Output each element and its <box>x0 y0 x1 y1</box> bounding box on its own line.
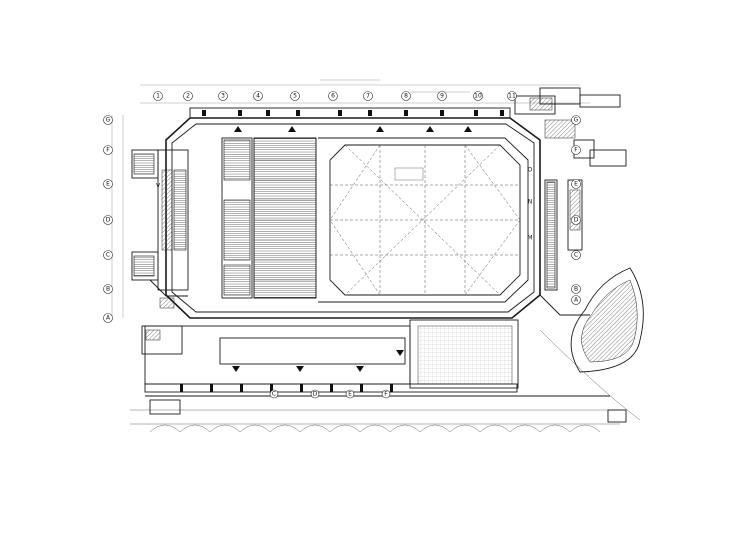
section-markers <box>232 126 472 372</box>
court-letter-n: N <box>528 199 533 206</box>
row-label-right-f: F <box>574 147 578 154</box>
court-letters: O N M V <box>156 167 533 242</box>
stand-letter: V <box>156 183 161 190</box>
east-stand <box>539 139 627 316</box>
row-label-left-e: E <box>106 181 110 188</box>
left-row-axes: G F E D C B A <box>103 115 113 323</box>
row-label-right-c: C <box>574 252 578 259</box>
axis-label-5: 5 <box>293 93 297 100</box>
west-stand <box>131 149 189 309</box>
axis-label-4: 4 <box>256 93 260 100</box>
axis-label-1: 1 <box>156 93 160 100</box>
south-concourse <box>130 319 620 425</box>
lower-axis-d: D <box>313 391 318 398</box>
row-label-left-a: A <box>106 315 111 322</box>
axis-label-2: 2 <box>186 93 190 100</box>
lower-axis-f: F <box>384 391 388 398</box>
axis-label-9: 9 <box>440 93 444 100</box>
axis-label-3: 3 <box>221 93 225 100</box>
left-dimension-lines <box>111 115 124 318</box>
row-label-left-f: F <box>106 147 110 154</box>
north-facade <box>189 87 621 139</box>
row-label-right-b: B <box>574 286 578 293</box>
row-label-right-d: D <box>574 217 579 224</box>
arena-floor <box>318 137 529 303</box>
axis-label-8: 8 <box>404 93 408 100</box>
court-letter-o: O <box>528 167 533 174</box>
south-arcade <box>149 399 627 433</box>
top-column-axes: 1 2 3 4 5 6 7 8 9 10 11 <box>153 91 517 101</box>
row-label-left-g: G <box>106 117 111 124</box>
row-label-left-b: B <box>106 286 110 293</box>
row-label-right-e: E <box>574 181 578 188</box>
row-label-left-c: C <box>106 252 110 259</box>
lower-axis-e: E <box>348 391 352 398</box>
main-seating-bowl <box>221 137 317 299</box>
lower-axis-c: C <box>272 391 276 398</box>
court-letter-m: M <box>527 235 532 242</box>
row-label-right-g: G <box>574 117 579 124</box>
axis-label-6: 6 <box>331 93 335 100</box>
axis-label-11: 11 <box>508 93 516 100</box>
right-row-axes: G F E D C B A <box>571 115 581 305</box>
row-label-left-d: D <box>106 217 111 224</box>
row-label-right-a: A <box>574 297 579 304</box>
lower-axes: C D E F <box>269 389 391 399</box>
axis-label-7: 7 <box>366 93 370 100</box>
axis-label-10: 10 <box>474 93 482 100</box>
landscape-curve <box>539 267 644 421</box>
